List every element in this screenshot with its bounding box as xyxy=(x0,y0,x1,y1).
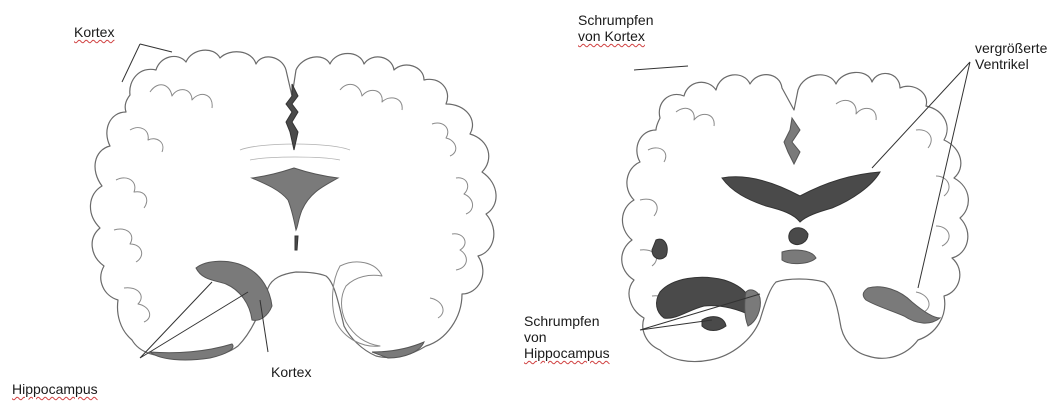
atrophied-cortex-base-shading xyxy=(745,290,761,326)
atrophied-third-ventricle xyxy=(789,228,808,245)
atrophied-third-ventricle-lower xyxy=(782,250,816,264)
healthy-hippocampus-right xyxy=(333,262,382,346)
label-hippocampus-left: Hippocampus xyxy=(12,381,98,397)
atrophied-gyri-right xyxy=(836,100,949,312)
healthy-lateral-ventricles xyxy=(252,168,338,230)
atrophied-brain-section xyxy=(622,62,970,362)
healthy-brain-section xyxy=(90,44,496,360)
atrophied-upper-ventricle xyxy=(784,118,800,164)
healthy-gyri-right xyxy=(340,84,473,318)
label-cortex-bottom-left: Kortex xyxy=(271,364,311,380)
label-cortex-top-left: Kortex xyxy=(74,24,114,40)
atrophied-hippocampus-right xyxy=(863,287,940,323)
pointer-ventricles xyxy=(872,62,970,288)
healthy-gyri-left xyxy=(114,85,212,322)
pointer-cortex-top-left xyxy=(122,44,172,82)
atrophied-hippocampus-left xyxy=(657,277,753,318)
healthy-third-ventricle xyxy=(295,236,298,250)
pointer-cortex-shrink xyxy=(634,66,688,70)
atrophied-hippocampus-center xyxy=(702,317,726,331)
label-enlarged-ventricles: vergrößerte Ventrikel xyxy=(975,40,1047,72)
label-hippocampus-shrink: Schrumpfen von Hippocampus xyxy=(524,313,610,361)
healthy-ventricle-upper xyxy=(286,84,298,150)
healthy-hippocampus-left xyxy=(196,261,272,320)
atrophied-temporal-horn xyxy=(652,239,667,259)
atrophied-lateral-ventricles xyxy=(722,172,880,222)
label-cortex-shrink: Schrumpfen von Kortex xyxy=(578,12,653,44)
